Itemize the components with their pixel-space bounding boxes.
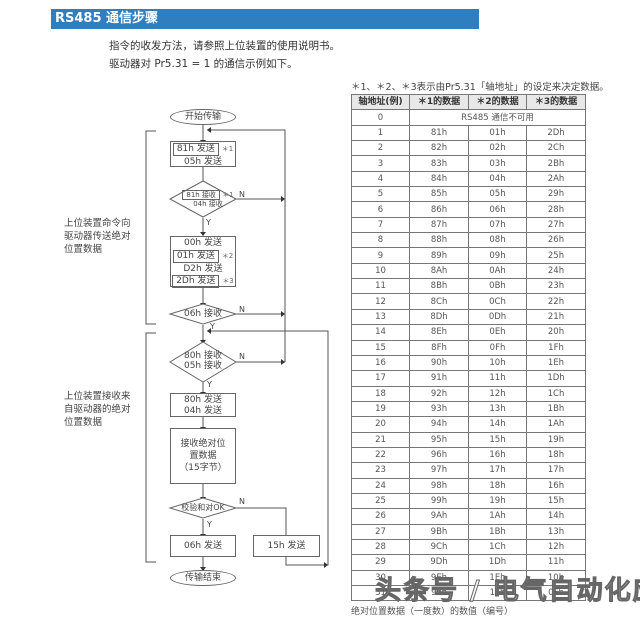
cell-data-3: 17h	[526, 462, 586, 479]
send-00h: 00h 发送	[183, 238, 223, 248]
watermark: 头条号 / 电气自动化应用	[375, 576, 640, 607]
side-label-receive-line: 自驱动器的绝对	[64, 404, 131, 415]
mark-1: ＊1	[221, 145, 234, 153]
cell-data-3: 19h	[526, 431, 586, 448]
section-header: RS485 通信步骤	[51, 9, 479, 29]
yes-label-2: Y	[210, 322, 215, 331]
step-send-address: 81h 发送 ＊1 05h 发送	[170, 141, 236, 167]
table-note: ＊1、＊2、＊3表示由Pr5.31「轴地址」的设定来决定数据。	[351, 82, 609, 93]
mark-1b: ＊1	[222, 191, 234, 199]
step-send-data: 00h 发送 01h 发送 ＊2 D2h 发送 2Dh 发送 ＊3	[170, 236, 236, 288]
receive-abs-line3: （15字节）	[179, 463, 227, 473]
side-label-receive-line: 位置数据	[64, 417, 103, 428]
step-send-80h-04h: 80h 发送 04h 发送	[170, 393, 236, 417]
no-label-4: N	[239, 497, 245, 506]
yes-label-1: Y	[206, 218, 211, 227]
send-80h: 80h 发送	[183, 395, 223, 405]
cell-data-1: 9Eh	[409, 569, 469, 587]
table-header-row: 轴地址(例) ＊1的数据 ＊2的数据 ＊3的数据	[351, 93, 586, 111]
step-send-15h: 15h 发送	[253, 535, 320, 557]
end-terminal: 传输结束	[170, 570, 236, 586]
receive-04h: 04h 接收	[193, 200, 223, 208]
decision-receive-80h: 80h 接收 05h 接收	[175, 351, 231, 371]
boxed-receive-81h: 81h 接收	[182, 190, 220, 200]
table-row: 0 RS485 通信不可用	[351, 109, 586, 126]
decision-receive-06h: 06h 接收	[183, 309, 223, 319]
step-send-06h: 06h 发送	[170, 535, 236, 557]
yes-label-3: Y	[207, 380, 212, 389]
boxed-send-01h: 01h 发送	[172, 249, 219, 263]
no-label-2: N	[239, 305, 245, 314]
boxed-send-2dh: 2Dh 发送	[172, 275, 220, 288]
send-04h: 04h 发送	[183, 405, 223, 416]
side-label-receive-line: 上位装置接收来	[64, 391, 131, 402]
decision-checksum: 校验和对OK	[181, 503, 225, 512]
receive-80h: 80h 接收	[183, 351, 223, 361]
receive-abs-line2: 置数据	[189, 451, 217, 461]
receive-abs-line1: 接收绝对位	[180, 439, 226, 449]
cell-data-3: 0Fh	[526, 584, 586, 602]
cell-data-1: 9Ah	[409, 508, 469, 525]
cell-data-3: 14h	[526, 508, 586, 525]
cell-data-2: 1Fh	[468, 584, 527, 602]
header-data-1: ＊1的数据	[409, 93, 469, 111]
side-label-send-line: 驱动器传送绝对	[64, 231, 131, 242]
side-label-send: 上位装置命令向 驱动器传送绝对 位置数据	[64, 217, 131, 256]
mark-3: ＊3	[222, 277, 234, 285]
side-label-receive: 上位装置接收来 自驱动器的绝对 位置数据	[64, 390, 131, 429]
cell-data-3: 11h	[526, 554, 586, 571]
send-05h: 05h 发送	[183, 157, 223, 167]
boxed-send-81h: 81h 发送	[172, 143, 219, 156]
cell-data-3: 12h	[526, 538, 586, 556]
axis-address-table: 轴地址(例) ＊1的数据 ＊2的数据 ＊3的数据 0 RS485 通信不可用 1…	[351, 93, 586, 602]
side-label-send-line: 上位装置命令向	[64, 218, 131, 229]
cell-data-3: 10h	[526, 569, 586, 587]
start-terminal: 开始传输	[170, 109, 236, 125]
mark-2: ＊2	[221, 251, 234, 260]
cell-data-2: 1Ah	[468, 508, 527, 525]
no-label-3: N	[239, 352, 245, 361]
footer-cut-text: 绝对位置数据（一度数）的数值（编号）	[351, 607, 514, 617]
decision-receive-address: 81h 接收 ＊1 04h 接收	[178, 190, 238, 209]
no-label-1: N	[239, 190, 245, 199]
intro-line-2: 驱动器对 Pr5.31 = 1 的通信示例如下。	[109, 58, 298, 70]
receive-05h: 05h 接收	[183, 361, 223, 371]
cell-data-2: 1Ch	[468, 538, 527, 556]
side-label-send-line: 位置数据	[64, 244, 103, 255]
step-receive-position-data: 接收绝对位 置数据 （15字节）	[170, 428, 236, 484]
intro-line-1: 指令的收发方法，请参照上位装置的使用说明书。	[109, 40, 340, 52]
header-data-2: ＊2的数据	[468, 93, 527, 111]
send-d2h: D2h 发送	[183, 263, 223, 274]
yes-label-4: Y	[207, 520, 212, 529]
header-axis-address: 轴地址(例)	[351, 93, 410, 111]
cell-data-3: 13h	[526, 523, 586, 540]
